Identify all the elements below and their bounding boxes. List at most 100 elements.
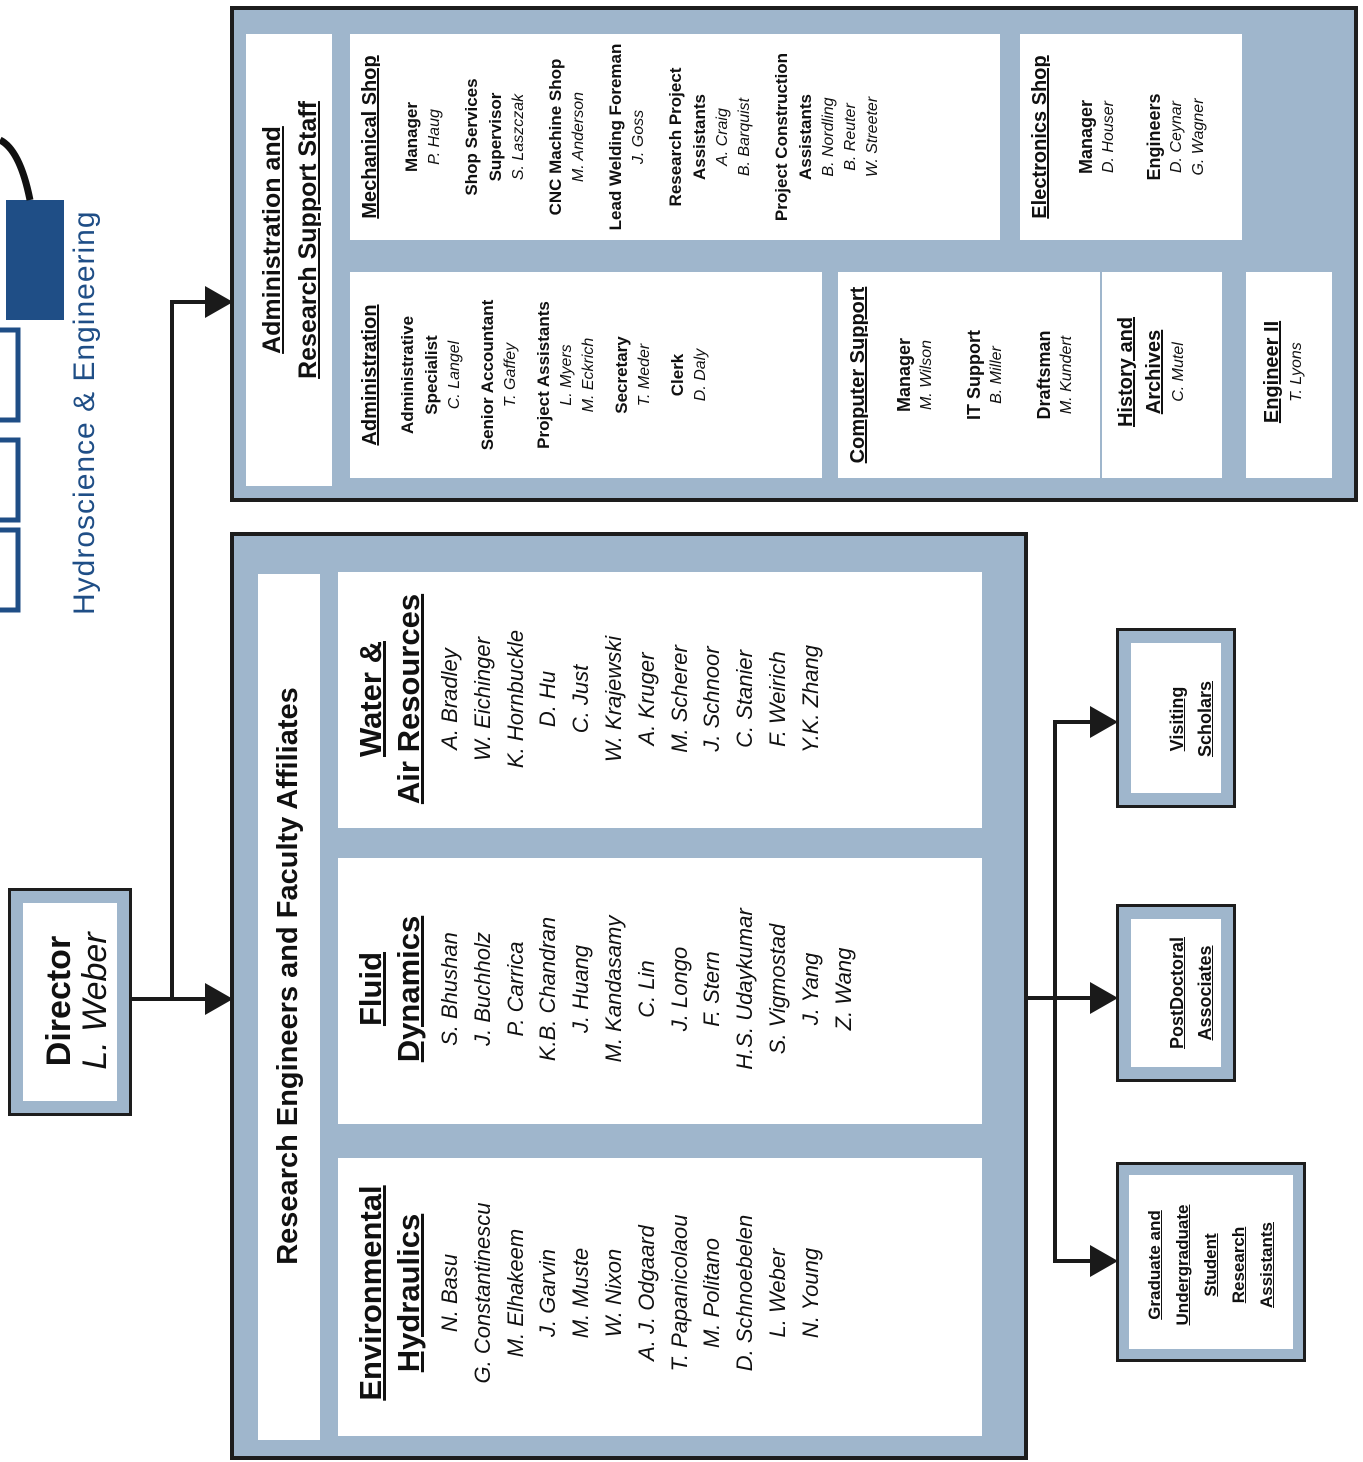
electronics-shop-section: Electronics Shop Manager D. Houser Engin… [1020,34,1242,240]
person-name: B. Miller [988,346,1005,404]
role-label: Lead Welding Foreman [606,43,625,231]
computer-support-section: Computer Support Manager M. Wilson IT Su… [838,272,1100,478]
member: Z. Wang [830,947,856,1031]
member: D. Schnoebelen [732,1214,758,1372]
student-line: Graduate and [1145,1210,1164,1320]
student-line: PostDoctoral [1167,936,1187,1050]
section-title: Mechanical Shop [359,55,381,219]
member: F. Weirich [764,651,790,747]
group-environmental-hydraulics: Environmental Hydraulics N. Basu G. Cons… [338,1158,982,1436]
group-title-line: Dynamics [391,915,426,1063]
role-label: Assistants [796,94,815,180]
admin-block: Administration and Research Support Staf… [230,6,1358,502]
director-box: Director L. Weber [8,888,132,1116]
section-title-line: History and [1115,316,1137,428]
person-name: D. Houser [1100,100,1117,174]
person-name: T. Gaffey [502,342,519,408]
member: J. Huang [568,944,594,1034]
person-name: S. Laszczak [510,93,527,181]
role-label: CNC Machine Shop [546,58,565,216]
member: P. Carrica [502,941,528,1037]
member: A. J. Odgaard [633,1225,659,1361]
group-title-line: Fluid [353,951,388,1027]
member: W. Krajewski [600,635,626,763]
history-archives-section: History and Archives C. Mutel [1102,272,1222,478]
member: G. Constantinescu [469,1202,495,1384]
administration-section: Administration Administrative Specialist… [350,272,822,478]
section-title: Electronics Shop [1029,55,1051,219]
role-label: Research Project [666,67,685,207]
member: L. Weber [764,1248,790,1338]
person-name: A. Craig [714,108,731,166]
mechanical-shop-section: Mechanical Shop Manager P. Haug Shop Ser… [350,34,1000,240]
role-label: Assistants [690,94,709,180]
person-name: T. Meder [636,343,653,407]
role-label: Supervisor [486,92,505,182]
member: F. Stern [699,951,725,1027]
role-label: Specialist [422,335,441,415]
person-name: G. Wagner [1190,98,1207,176]
person-name: D. Daly [692,348,709,402]
role-label: Secretary [612,336,631,414]
member: M. Muste [568,1247,594,1339]
person-name: J. Goss [630,109,647,165]
student-line: Scholars [1195,680,1215,758]
member: H.S. Udaykumar [732,908,758,1070]
students-box: Graduate and Undergraduate Student Resea… [1116,1162,1306,1362]
member: A. Bradley [437,648,462,750]
role-label: IT Support [964,330,984,420]
student-line: Associates [1195,945,1215,1041]
group-title-line: Environmental [353,1185,388,1401]
person-name: W. Streeter [864,96,881,178]
visiting-box: Visiting Scholars [1116,628,1236,808]
research-block: Research Engineers and Faculty Affiliate… [230,532,1028,1460]
member: W. Eichinger [469,637,495,761]
role-label: Engineers [1144,93,1164,181]
engineer-ii-section: Engineer II T. Lyons [1246,272,1332,478]
role-label: Shop Services [462,78,481,196]
postdoc-box: PostDoctoral Associates [1116,904,1236,1082]
group-title-line: Air Resources [391,593,426,805]
member: M. Kandasamy [600,915,626,1063]
member: T. Papanicolaou [666,1214,692,1372]
admin-title-line: Administration and [258,126,286,354]
member: A. Kruger [633,652,659,746]
person-name: M. Kundert [1058,335,1075,415]
role-label: Administrative [398,315,417,435]
person-name: B. Reuter [842,103,859,171]
member: J. Longo [666,946,692,1032]
member: D. Hu [535,670,561,728]
person-name: L. Myers [558,344,575,406]
role-label: Project Construction [772,52,791,222]
section-title: Engineer II [1261,320,1283,424]
member: J. Garvin [535,1248,561,1338]
member: W. Nixon [600,1248,626,1338]
student-line: Research [1229,1226,1248,1304]
person-name: P. Haug [426,109,443,165]
group-title-line: Water & [353,641,388,757]
research-title: Research Engineers and Faculty Affiliate… [272,687,304,1265]
student-line: Visiting [1167,686,1187,752]
member: J. Schnoor [699,646,725,752]
person-name: M. Wilson [918,339,935,411]
student-line: Undergraduate [1173,1204,1192,1326]
member: S. Vigmostad [764,923,790,1055]
section-title: Computer Support [847,286,869,464]
member: K. Hornbuckle [502,629,528,769]
student-line: Student [1201,1233,1220,1297]
iihr-logo: Hydroscience & Engineering [0,0,120,620]
member: N. Young [797,1247,823,1339]
role-label: Manager [894,337,914,413]
member: J. Yang [797,952,823,1026]
director-title: Director [40,935,78,1067]
role-label: Draftsman [1034,330,1054,420]
group-water-air-resources: Water & Air Resources A. Bradley W. Eich… [338,572,982,828]
iihr-logo-graphic [0,136,64,613]
member: M. Scherer [666,645,692,753]
member: N. Basu [437,1253,462,1333]
member: J. Buchholz [469,932,495,1046]
student-line: Assistants [1257,1222,1276,1308]
person-name: M. Anderson [570,91,587,183]
section-title: Administration [359,304,381,446]
group-fluid-dynamics: Fluid Dynamics S. Bhushan J. Buchholz P.… [338,858,982,1124]
